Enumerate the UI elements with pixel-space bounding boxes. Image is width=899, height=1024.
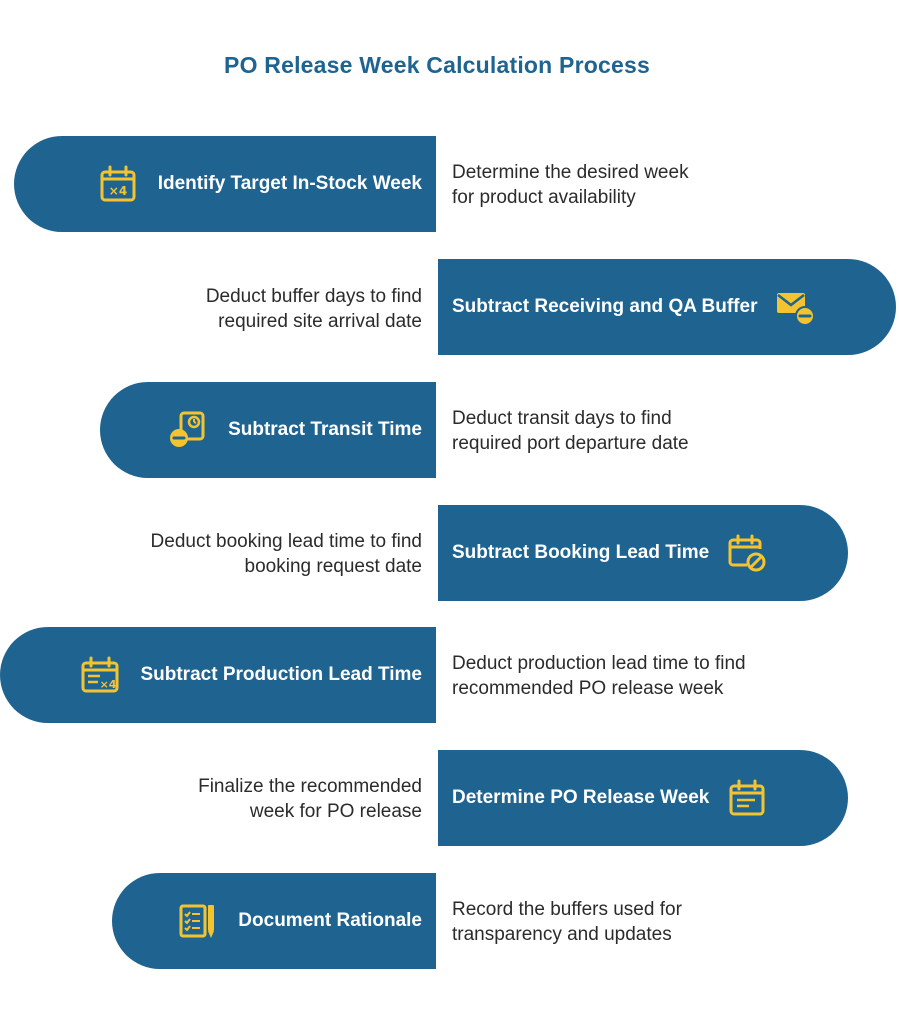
step-4-label: Subtract Booking Lead Time: [452, 542, 710, 563]
step-7-pill: Document Rationale: [112, 873, 436, 969]
svg-text:×4: ×4: [109, 184, 127, 198]
step-1-label: Identify Target In-Stock Week: [157, 173, 422, 194]
step-6-pill: Determine PO Release Week: [438, 750, 848, 846]
step-6-description: Finalize the recommended week for PO rel…: [198, 776, 422, 822]
calendar-cancel-icon: [728, 534, 766, 572]
step-1-description: Determine the desired week for product a…: [452, 162, 689, 208]
calendar-lines-icon: [729, 779, 765, 816]
envelope-minus-icon: [777, 293, 816, 326]
checklist-pen-icon: [179, 904, 215, 938]
step-3-pill: Subtract Transit Time: [100, 382, 436, 478]
document-clock-minus-icon: [170, 411, 205, 447]
step-3-description: Deduct transit days to find required por…: [452, 408, 689, 454]
calendar-x4-icon: ×4: [100, 165, 136, 202]
step-4-description: Deduct booking lead time to find booking…: [150, 531, 422, 577]
page-title: PO Release Week Calculation Process: [224, 52, 650, 78]
step-5-description: Deduct production lead time to find reco…: [452, 653, 746, 699]
step-7-description: Record the buffers used for transparency…: [452, 899, 682, 945]
step-2-description: Deduct buffer days to find required site…: [205, 286, 422, 332]
step-6-label: Determine PO Release Week: [452, 787, 710, 808]
step-5-label: Subtract Production Lead Time: [140, 664, 422, 685]
calendar-list-x4-icon: ×4: [81, 656, 119, 693]
step-2-label: Subtract Receiving and QA Buffer: [452, 296, 758, 317]
step-1-pill: ×4 Identify Target In-Stock Week: [14, 136, 436, 232]
svg-text:×4: ×4: [100, 678, 117, 691]
step-2-pill: Subtract Receiving and QA Buffer: [438, 259, 896, 355]
step-4-pill: Subtract Booking Lead Time: [438, 505, 848, 601]
step-5-pill: ×4 Subtract Production Lead Time: [0, 627, 436, 723]
step-7-label: Document Rationale: [238, 910, 422, 931]
step-3-label: Subtract Transit Time: [228, 419, 422, 440]
